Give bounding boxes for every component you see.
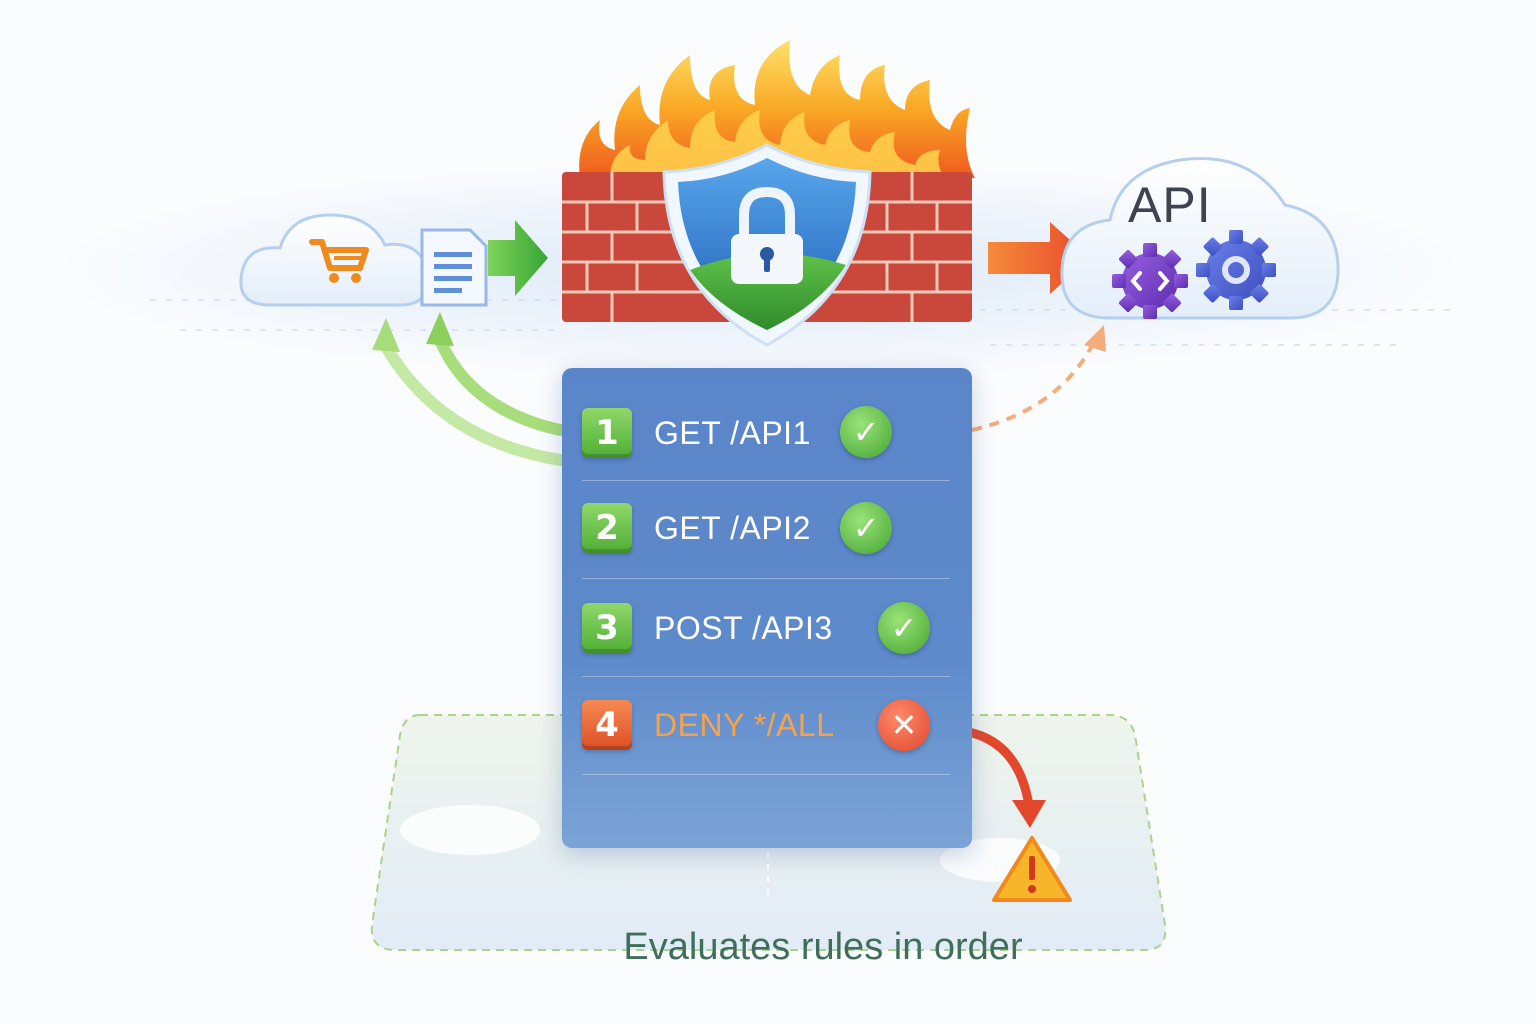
rule-divider — [582, 676, 950, 677]
shopping-cart-icon — [309, 239, 369, 283]
rule-text: DENY */ALL — [654, 706, 835, 743]
rule-row-3: 3 POST /API3 — [582, 593, 952, 663]
check-icon: ✓ — [840, 406, 892, 458]
rule-number-badge: 2 — [582, 503, 632, 553]
cross-icon: ✕ — [878, 699, 930, 751]
fire-icon — [579, 40, 975, 178]
rule-text: GET /API1 — [654, 414, 811, 451]
code-gear-icon — [1112, 243, 1188, 319]
rule-row-4: 4 DENY */ALL — [582, 690, 952, 760]
check-icon: ✓ — [878, 602, 930, 654]
rule-row-1: 1 GET /API1 — [582, 398, 952, 468]
caption: Evaluates rules in order — [623, 926, 1023, 968]
rule-text: POST /API3 — [654, 609, 833, 646]
rule-row-2: 2 GET /API2 — [582, 493, 952, 563]
check-icon: ✓ — [840, 502, 892, 554]
rule-divider — [582, 480, 950, 481]
rule-text: GET /API2 — [654, 509, 811, 546]
rule-divider — [582, 578, 950, 579]
allowed-return-arrows — [379, 334, 566, 466]
rule-number-badge: 4 — [582, 700, 632, 750]
firewall-rules-panel: 1 GET /API1 ✓ 2 GET /API2 ✓ 3 POST /API3… — [562, 368, 972, 848]
document-icon — [420, 228, 488, 307]
padlock-icon — [731, 186, 803, 284]
api-label: API — [1128, 177, 1212, 233]
gear-icon — [1196, 230, 1276, 310]
rule-divider — [582, 774, 950, 775]
rule-number-badge: 1 — [582, 408, 632, 458]
incoming-arrow — [488, 220, 548, 296]
rule-number-badge: 3 — [582, 603, 632, 653]
warning-icon — [992, 836, 1072, 902]
